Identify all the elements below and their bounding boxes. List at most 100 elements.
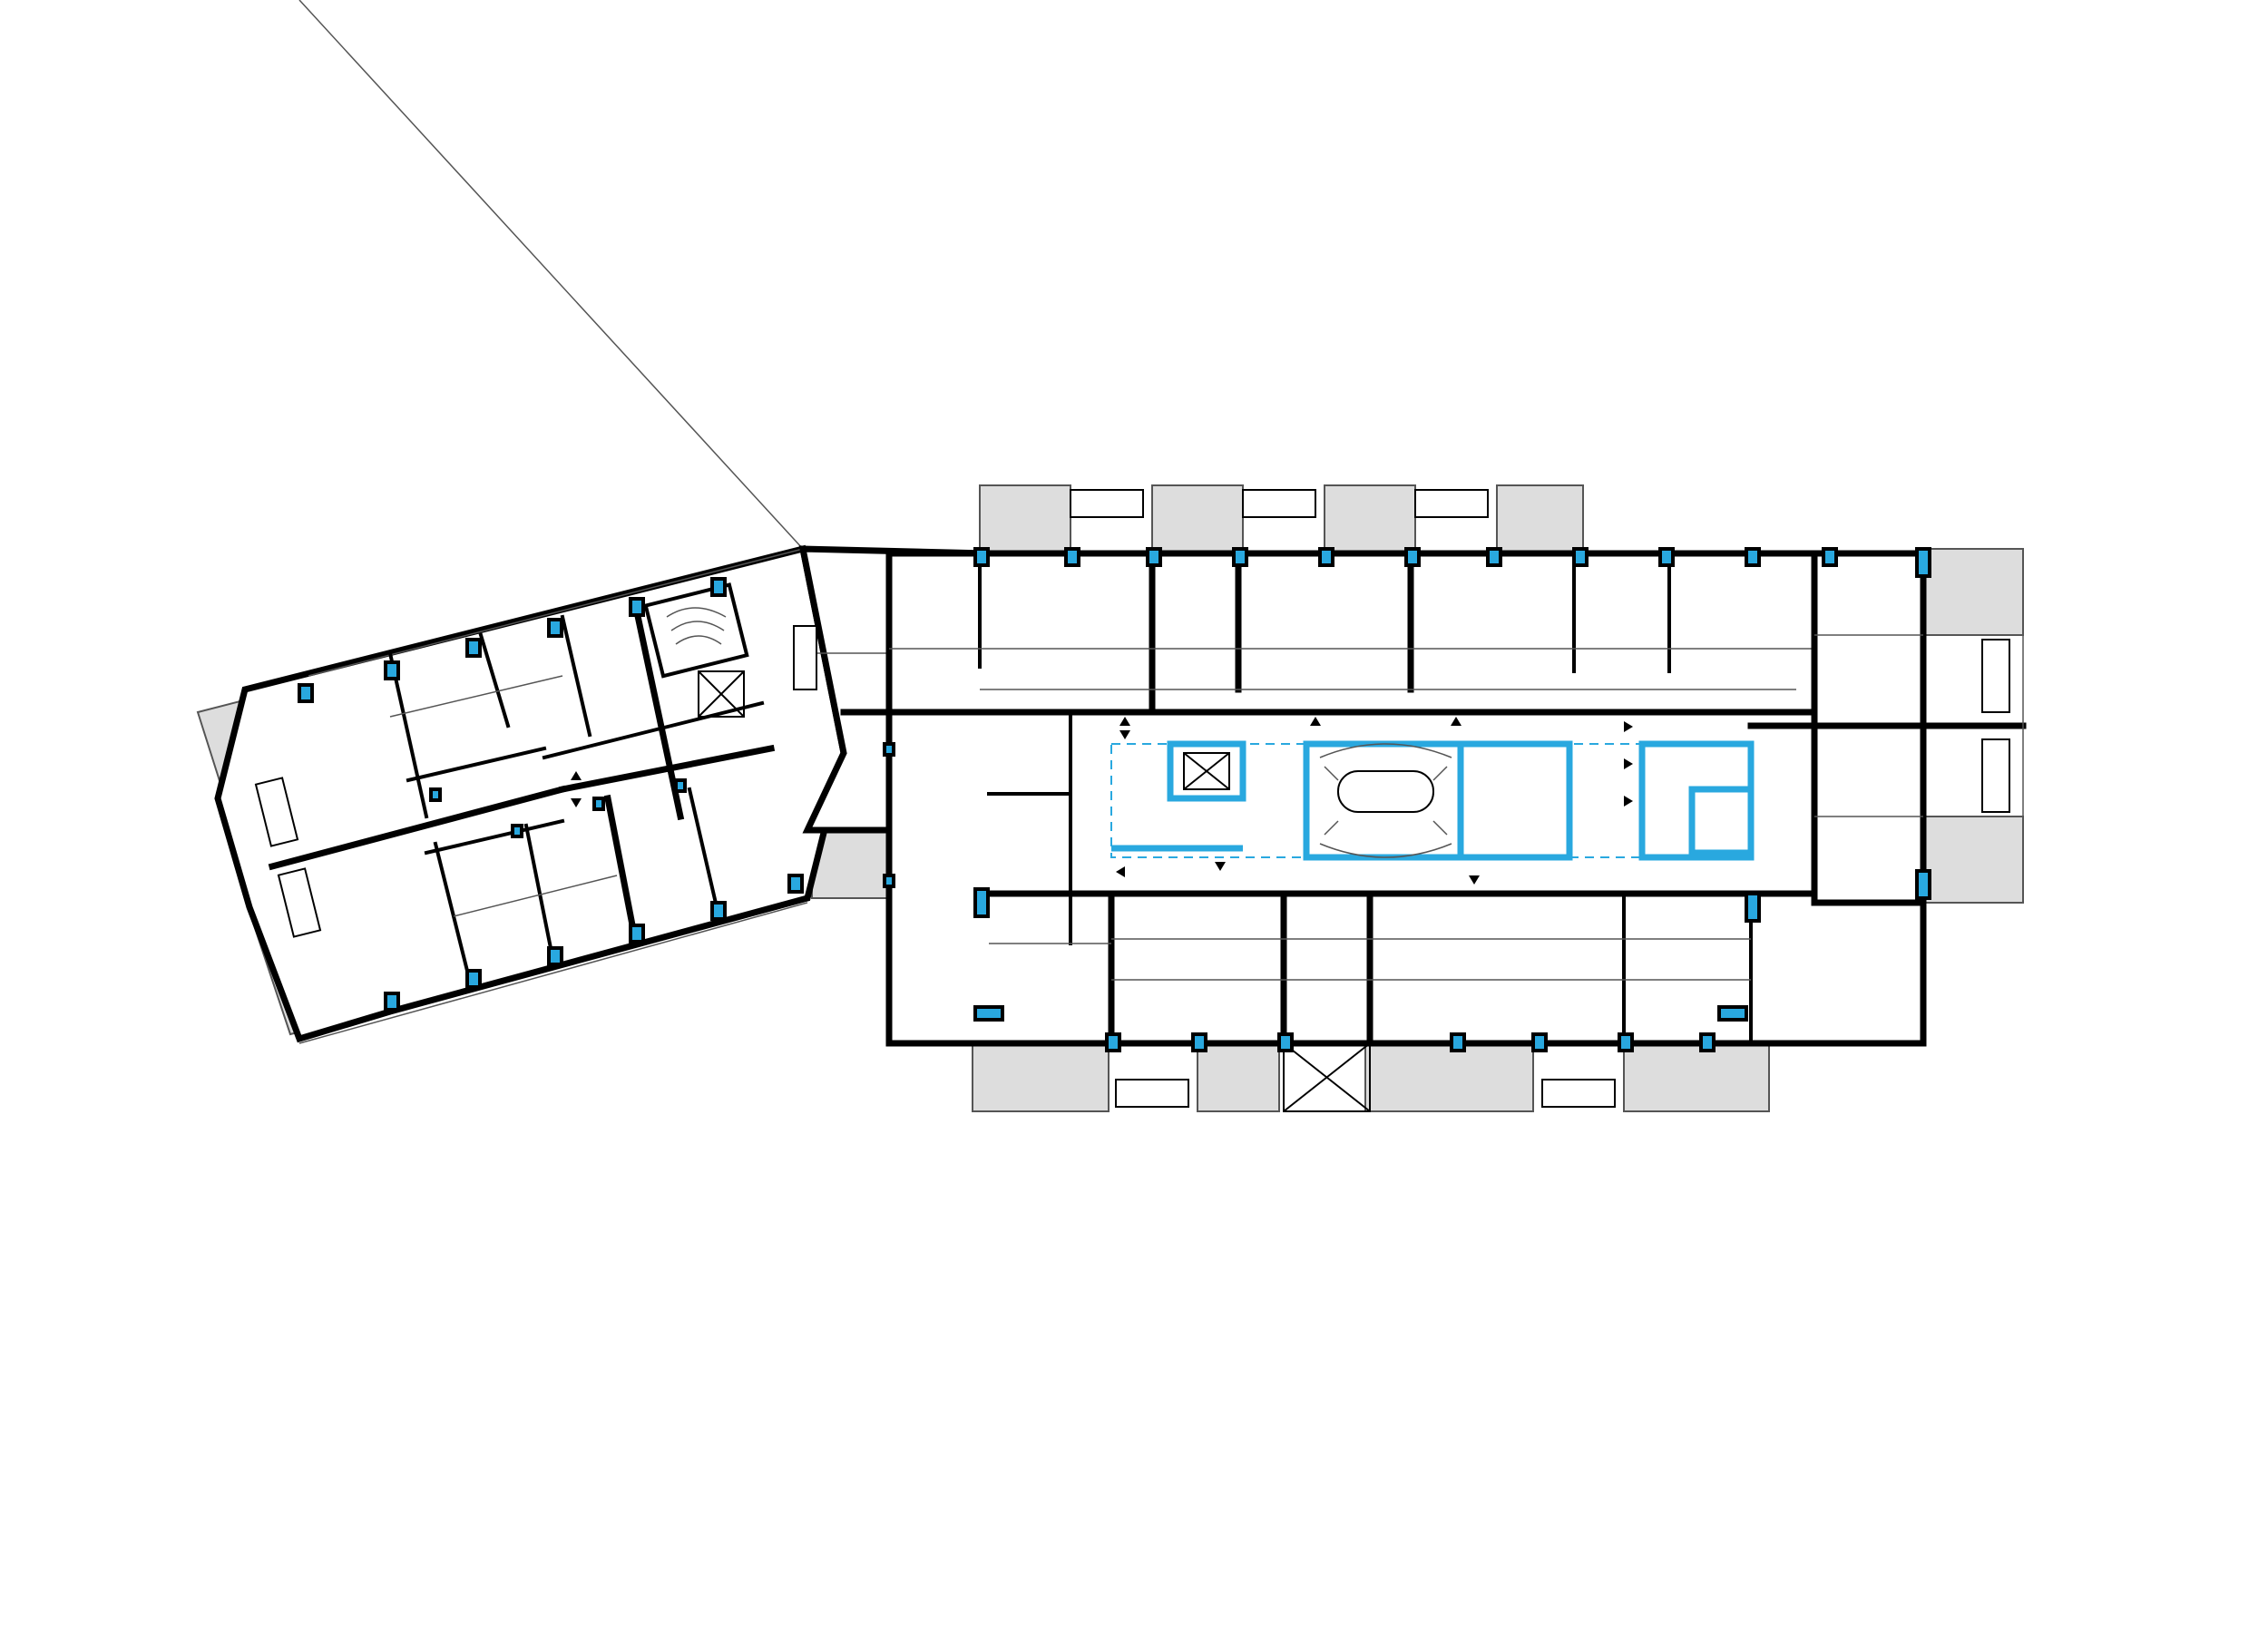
arrow (1116, 866, 1125, 877)
column (629, 924, 645, 944)
balcony-top-3 (1324, 484, 1416, 559)
balcony-top-1 (979, 484, 1071, 559)
arrow (1624, 721, 1633, 732)
kitchen-connector (793, 625, 817, 690)
column (1822, 547, 1838, 567)
balcony-bottom-1 (972, 1042, 1110, 1112)
arrow (1624, 758, 1633, 769)
west-wing (214, 0, 847, 1044)
arrow (571, 798, 582, 807)
column (465, 638, 482, 658)
west-elevator (698, 670, 745, 718)
column (465, 969, 482, 989)
column (384, 992, 400, 1012)
column (710, 901, 727, 921)
stair-treads (1319, 743, 1452, 858)
column (429, 787, 442, 802)
column (973, 547, 990, 567)
west-facade-top (298, 0, 804, 550)
column (674, 778, 687, 793)
arrow (1624, 796, 1633, 807)
arrow (1310, 717, 1321, 726)
west-wing-outline (214, 544, 847, 1043)
kitchen-east-1 (1981, 639, 2010, 713)
column (298, 683, 314, 703)
kitchen-bottom-2 (1541, 1079, 1616, 1108)
east-core-room-2 (1688, 786, 1755, 856)
balcony-bottom-3 (1364, 1042, 1534, 1112)
west-elevator-x2 (698, 670, 745, 718)
stair-core-frame (1303, 740, 1573, 861)
arrow (1119, 730, 1130, 739)
south-shaft (1283, 1042, 1371, 1112)
balcony-top-2 (1151, 484, 1244, 559)
column (1064, 547, 1080, 567)
kitchen-top-2 (1242, 489, 1316, 518)
balcony-bottom-4 (1623, 1042, 1770, 1112)
west-partition-10 (424, 818, 565, 856)
structural-columns (298, 547, 1931, 1052)
column (511, 824, 523, 838)
arrow (1215, 862, 1226, 871)
column (1486, 547, 1502, 567)
column (1618, 1032, 1634, 1052)
east-wing (1747, 549, 2027, 906)
column (1699, 1032, 1716, 1052)
west-room-line-2 (453, 875, 618, 917)
west-stair-treads (666, 607, 727, 645)
column (1915, 869, 1931, 900)
column (1404, 547, 1421, 567)
column (973, 1005, 1004, 1022)
west-facade-bottom-line (298, 902, 808, 1044)
central-stair-core (1110, 740, 1755, 861)
west-partition-2 (478, 632, 511, 728)
elevator-lobby (1167, 740, 1246, 802)
kitchen-east-2 (1981, 738, 2010, 813)
west-partition-3 (560, 614, 592, 738)
stair-well (1337, 770, 1434, 813)
west-partition-8 (687, 787, 719, 910)
balcony-east-1 (1922, 548, 2024, 636)
column (1745, 547, 1761, 567)
arrow (1451, 717, 1461, 726)
column (883, 742, 895, 757)
column (1105, 1032, 1121, 1052)
column (883, 874, 895, 888)
kitchen-bottom-1 (1115, 1079, 1189, 1108)
column (1658, 547, 1675, 567)
central-block (885, 550, 1927, 1112)
west-partition-6 (523, 823, 556, 964)
column (973, 887, 990, 918)
arrow (1469, 875, 1480, 885)
elevator-1-x2 (1183, 752, 1230, 790)
column (547, 618, 563, 638)
column (1450, 1032, 1466, 1052)
column (710, 577, 727, 597)
arrow (571, 771, 582, 780)
kitchen-top-3 (1414, 489, 1489, 518)
column (1277, 1032, 1294, 1052)
kitchen-top-1 (1070, 489, 1144, 518)
column (1191, 1032, 1207, 1052)
central-outline (885, 550, 1927, 1047)
column (1232, 547, 1248, 567)
kitchens (254, 489, 2010, 1108)
column (1745, 892, 1761, 923)
kitchen-west-2 (277, 867, 322, 938)
column (1146, 547, 1162, 567)
west-room-line-1 (389, 675, 563, 718)
column (1572, 547, 1589, 567)
balcony-bottom-2 (1197, 1042, 1280, 1112)
balcony-east-2 (1922, 816, 2024, 904)
west-partition-9 (406, 746, 547, 783)
column (1915, 547, 1931, 578)
west-corridor-wall-3 (542, 700, 765, 760)
south-shaft-x2 (1283, 1042, 1371, 1112)
column (787, 874, 804, 894)
column (384, 660, 400, 680)
west-partition-7 (603, 794, 640, 944)
column (547, 946, 563, 966)
column (1717, 1005, 1748, 1022)
column (1318, 547, 1334, 567)
